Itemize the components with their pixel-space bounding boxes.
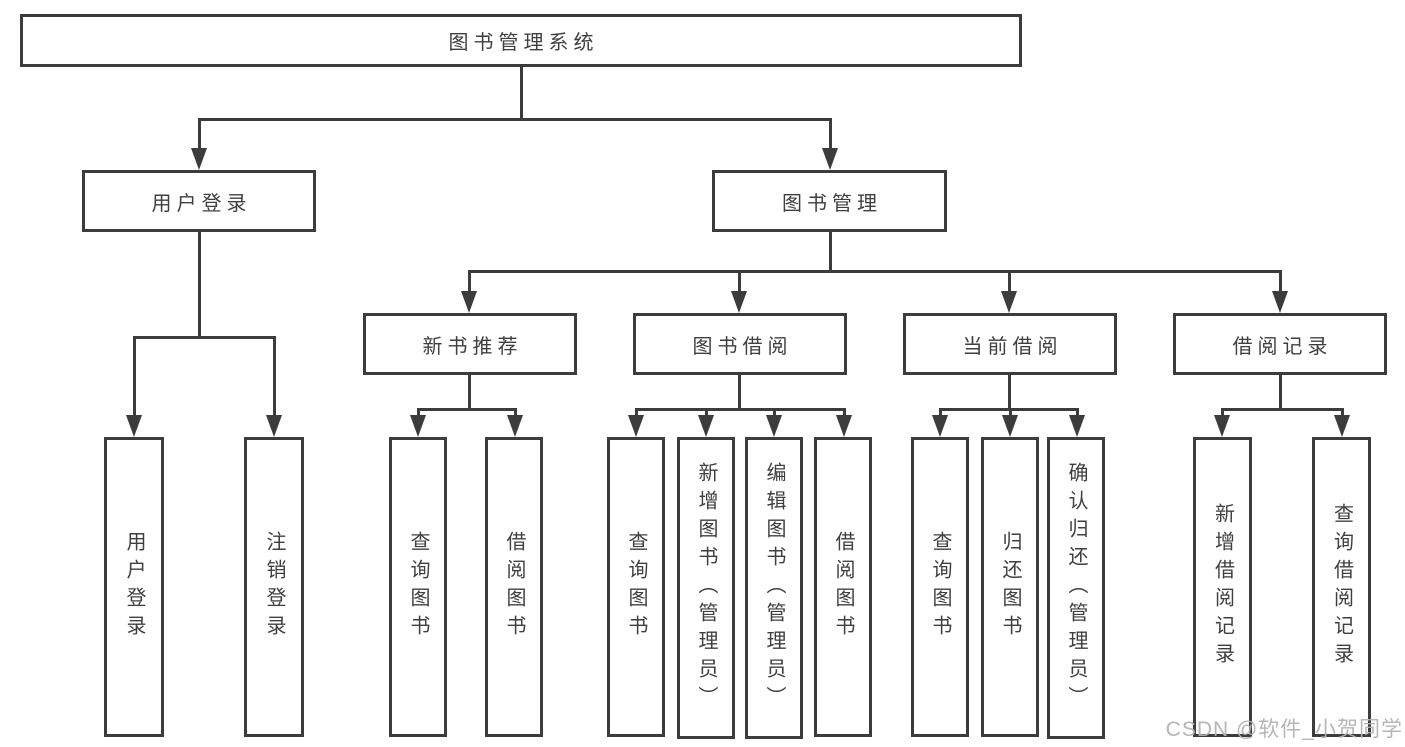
leaf-edit-books-admin: 编辑图书（管理员） — [745, 437, 803, 739]
connector-drop-logout-leaf — [273, 336, 276, 418]
leaf-query-books-borrow-label: 查询图书 — [625, 531, 647, 643]
leaf-add-borrow-record-label: 新增借阅记录 — [1211, 503, 1234, 671]
leaf-logout-label: 注销登录 — [263, 531, 285, 643]
node-book-management: 图书管理 — [712, 170, 947, 232]
connector-drop-login-leaf — [133, 336, 136, 418]
arrow-down-borrow-book-2 — [836, 415, 852, 437]
leaf-query-borrow-record: 查询借阅记录 — [1312, 437, 1371, 737]
node-new-book-recommendation: 新书推荐 — [363, 313, 577, 375]
arrow-down-borrow-records — [1272, 291, 1288, 313]
leaf-return-books-label: 归还图书 — [999, 531, 1021, 643]
connector-user-login-rail — [133, 336, 276, 339]
connector-root-stem — [520, 67, 523, 119]
csdn-watermark: CSDN @软件_小贺同学 — [1165, 718, 1403, 741]
arrow-down-login-leaf — [126, 415, 142, 437]
arrow-down-logout-leaf — [266, 415, 282, 437]
connector-drop-confirm-return — [1076, 408, 1079, 420]
arrow-down-book-borrow — [731, 291, 747, 313]
leaf-user-login-label: 用户登录 — [123, 531, 145, 643]
connector-new-book-rail — [417, 408, 517, 411]
arrow-down-confirm-return — [1069, 415, 1085, 437]
connector-book-mgmt-rail — [468, 270, 1282, 273]
arrow-down-book-mgmt — [822, 148, 838, 170]
connector-user-login-stem — [198, 232, 201, 339]
connector-drop-new-book — [468, 270, 471, 295]
connector-book-borrow-rail — [635, 408, 846, 411]
leaf-add-books-admin-label: 新增图书（管理员） — [695, 462, 717, 714]
connector-drop-borrow-records — [1279, 270, 1282, 295]
arrow-down-borrow-book-1 — [507, 415, 523, 437]
connector-drop-query-record — [1341, 408, 1344, 420]
leaf-query-books-borrow: 查询图书 — [607, 437, 665, 737]
leaf-return-books: 归还图书 — [981, 437, 1039, 737]
leaf-add-books-admin: 新增图书（管理员） — [677, 437, 735, 739]
leaf-query-books-rec: 查询图书 — [389, 437, 447, 737]
connector-drop-return-book — [1009, 408, 1012, 420]
arrow-down-user-login — [191, 148, 207, 170]
connector-borrow-records-rail — [1221, 408, 1344, 411]
arrow-down-return-book — [1002, 415, 1018, 437]
arrow-down-query-book-3 — [932, 415, 948, 437]
node-book-borrowing: 图书借阅 — [633, 313, 847, 375]
leaf-query-books-current-label: 查询图书 — [929, 531, 951, 643]
leaf-query-books-current: 查询图书 — [911, 437, 969, 737]
connector-book-mgmt-stem — [829, 232, 832, 270]
connector-new-book-stem — [468, 375, 471, 411]
connector-book-borrow-stem — [738, 375, 741, 411]
arrow-down-add-record — [1214, 415, 1230, 437]
leaf-query-books-rec-label: 查询图书 — [407, 531, 429, 643]
leaf-logout: 注销登录 — [244, 437, 304, 737]
leaf-borrow-books: 借阅图书 — [814, 437, 872, 737]
arrow-down-query-record — [1334, 415, 1350, 437]
node-current-borrowing: 当前借阅 — [903, 313, 1117, 375]
connector-drop-book-borrow — [738, 270, 741, 295]
node-library-management-system: 图书管理系统 — [20, 14, 1022, 67]
connector-drop-query-book-1 — [417, 408, 420, 420]
leaf-borrow-books-rec: 借阅图书 — [485, 437, 543, 737]
leaf-add-borrow-record: 新增借阅记录 — [1193, 437, 1252, 737]
connector-drop-user-login — [198, 118, 201, 152]
arrow-down-edit-book — [766, 415, 782, 437]
connector-current-borrow-stem — [1008, 375, 1011, 411]
connector-drop-borrow-book-2 — [843, 408, 846, 420]
leaf-confirm-return-admin: 确认归还（管理员） — [1047, 437, 1105, 739]
leaf-confirm-return-admin-label: 确认归还（管理员） — [1065, 462, 1087, 714]
leaf-borrow-books-rec-label: 借阅图书 — [503, 531, 525, 643]
leaf-borrow-books-label: 借阅图书 — [832, 531, 854, 643]
node-borrowing-records: 借阅记录 — [1173, 313, 1387, 375]
arrow-down-add-book — [698, 415, 714, 437]
leaf-user-login: 用户登录 — [104, 437, 164, 737]
connector-drop-query-book-2 — [635, 408, 638, 420]
connector-drop-book-mgmt — [829, 118, 832, 152]
connector-drop-current-borrow — [1008, 270, 1011, 295]
arrow-down-query-book-2 — [628, 415, 644, 437]
leaf-edit-books-admin-label: 编辑图书（管理员） — [763, 462, 785, 714]
connector-borrow-records-stem — [1279, 375, 1282, 411]
node-user-login: 用户登录 — [82, 170, 316, 232]
arrow-down-query-book-1 — [410, 415, 426, 437]
leaf-query-borrow-record-label: 查询借阅记录 — [1330, 503, 1353, 671]
connector-drop-edit-book — [773, 408, 776, 420]
connector-root-rail — [198, 118, 832, 121]
arrow-down-new-book — [461, 291, 477, 313]
connector-drop-add-record — [1221, 408, 1224, 420]
connector-drop-query-book-3 — [939, 408, 942, 420]
arrow-down-current-borrow — [1001, 291, 1017, 313]
connector-drop-borrow-book-1 — [514, 408, 517, 420]
connector-drop-add-book — [705, 408, 708, 420]
